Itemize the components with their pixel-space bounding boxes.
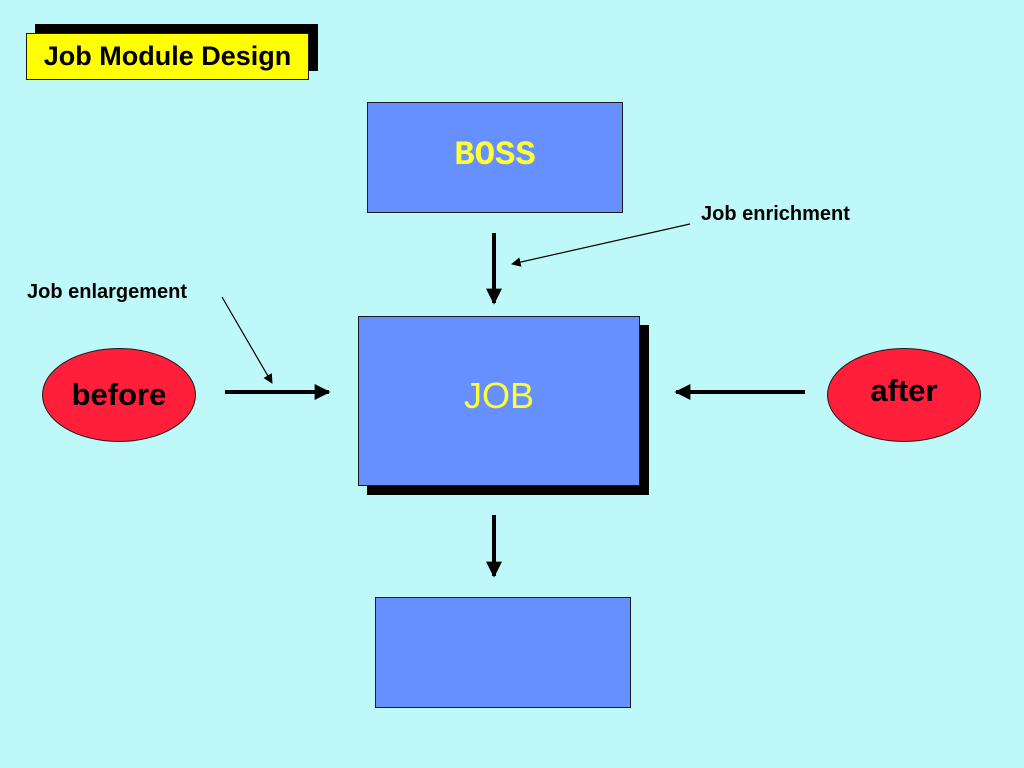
boss-node: BOSS [367, 102, 623, 213]
page-title: Job Module Design [26, 33, 309, 80]
enlargement-pointer [221, 296, 273, 384]
job-node: JOB [358, 316, 640, 486]
output-node [375, 597, 631, 708]
title-text: Job Module Design [43, 41, 292, 71]
after-label: after [870, 373, 938, 408]
before-node: before [42, 348, 196, 442]
after-node: after [827, 348, 981, 442]
job-enlargement-label: Job enlargement [27, 281, 188, 303]
before-label: before [71, 377, 167, 412]
job-label: JOB [463, 375, 534, 416]
boss-label: BOSS [454, 137, 536, 175]
job-enrichment-label: Job enrichment [701, 203, 850, 225]
enrichment-pointer [511, 223, 691, 267]
